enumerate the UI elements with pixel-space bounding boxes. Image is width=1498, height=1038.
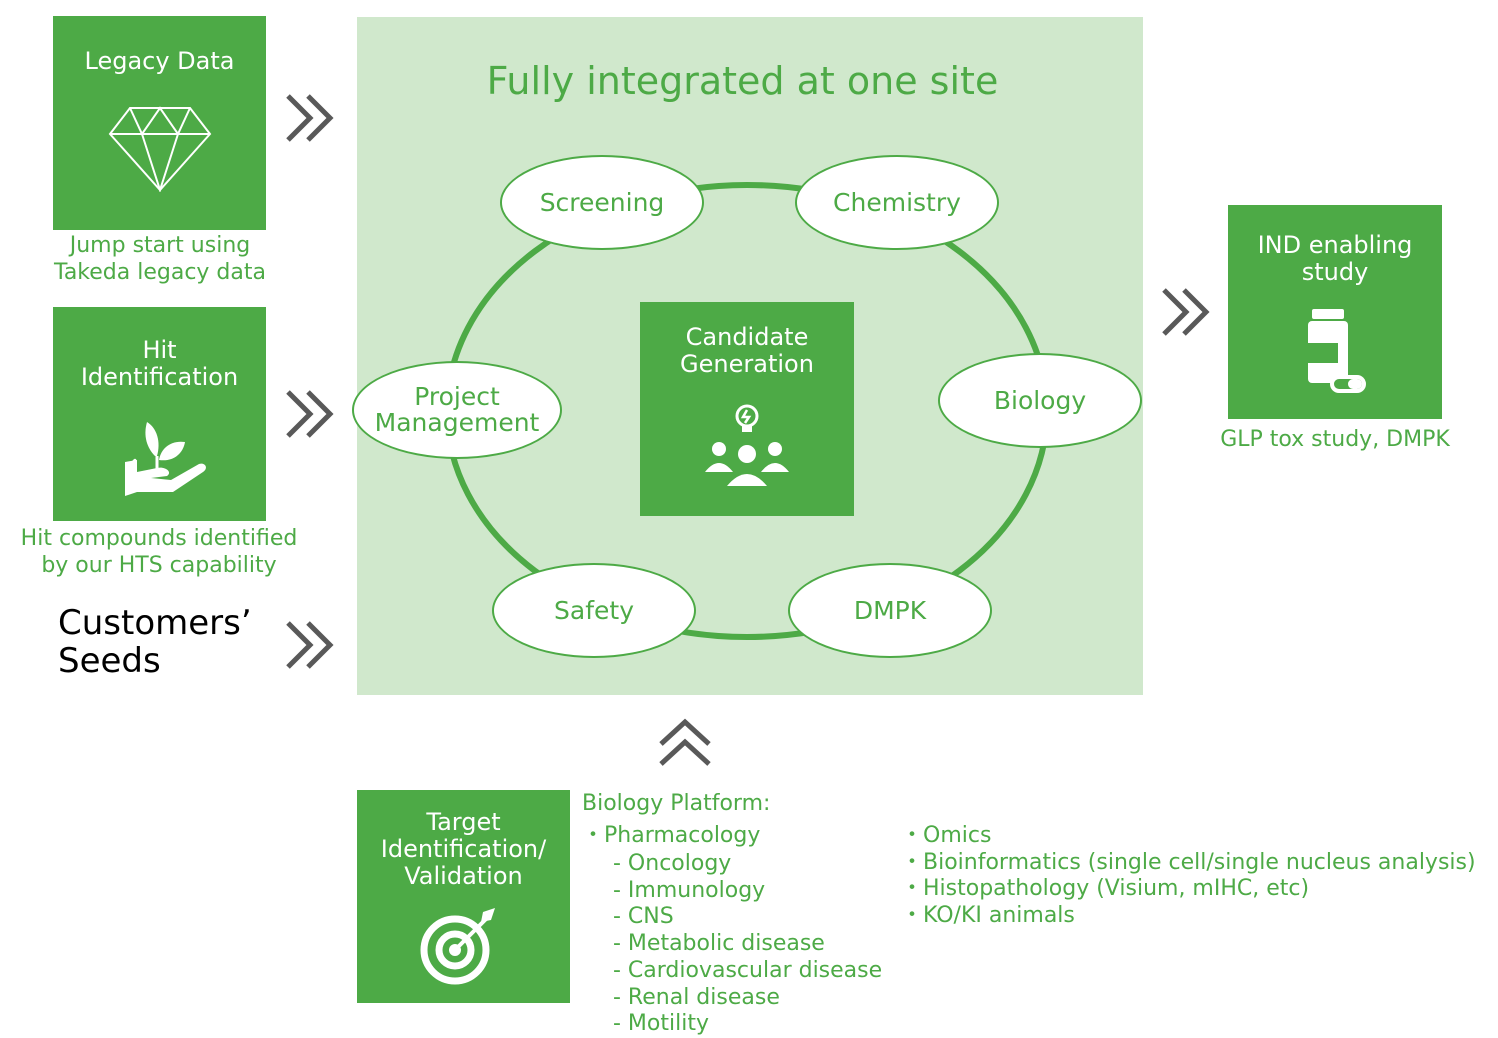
chevron-right-icon [286,94,334,142]
hub-title-line1: Candidate [685,323,809,351]
ind-title-line2: study [1301,258,1369,286]
input-hit-identification: Hit Identification [53,307,266,521]
pharmacology-list: - Oncology - Immunology - CNS - Metaboli… [613,851,882,1038]
target-icon [420,908,495,985]
medicine-bottle-icon [1308,309,1366,393]
target-identification-box: Target Identification/ Validation [357,790,570,1003]
list-item: - CNS [613,904,674,930]
target-title-line1: Target [426,808,501,836]
customers-seeds-label: Customers’Seeds [58,603,252,681]
node-screening: Screening [500,155,704,250]
team-idea-icon [705,404,789,486]
pharmacology-label: ・Pharmacology [582,823,761,848]
hub-title-line2: Generation [680,350,814,378]
list-item: - Immunology [613,877,766,903]
integration-title: Fully integrated at one site [486,59,999,103]
node-dmpk: DMPK [788,563,992,658]
target-title-line2: Identification/ [380,835,547,863]
hit-identification-title-line2: Identification [80,363,239,391]
legacy-data-title: Legacy Data [84,47,235,75]
list-item: - Metabolic disease [613,931,825,957]
list-item: - Oncology [613,851,732,876]
plant-in-hand-icon [125,422,206,496]
node-chemistry: Chemistry [795,155,999,250]
input-legacy-data: Legacy Data [53,16,266,230]
biology-platform-heading: Biology Platform: [582,791,771,816]
ind-title-line1: IND enabling [1257,231,1413,259]
ind-caption: GLP tox study, DMPK [1220,427,1450,452]
list-item: - Cardiovascular disease [613,957,883,983]
list-item: - Renal disease [613,984,780,1010]
output-ind-enabling-study: IND enabling study [1228,205,1442,419]
chevron-right-icon [286,390,334,438]
other-platform-list: ・Omics ・Bioinformatics (single cell/sing… [901,823,1476,930]
chevron-up-icon [659,718,711,766]
hit-identification-title-line1: Hit [142,336,177,364]
list-item: ・Histopathology (Visium, mIHC, etc) [901,876,1310,902]
list-item: ・KO/KI animals [901,903,1075,929]
node-biology: Biology [938,353,1142,448]
list-item: ・Bioinformatics (single cell/single nucl… [901,849,1476,875]
chevron-right-icon [1162,288,1210,336]
list-item: ・Omics [901,823,992,848]
hub-candidate-generation: Candidate Generation [640,302,854,516]
chevron-right-icon [286,621,334,669]
diamond-icon [108,106,212,192]
target-title-line3: Validation [404,862,523,890]
node-safety: Safety [492,563,696,658]
list-item: - Motility [613,1011,709,1037]
